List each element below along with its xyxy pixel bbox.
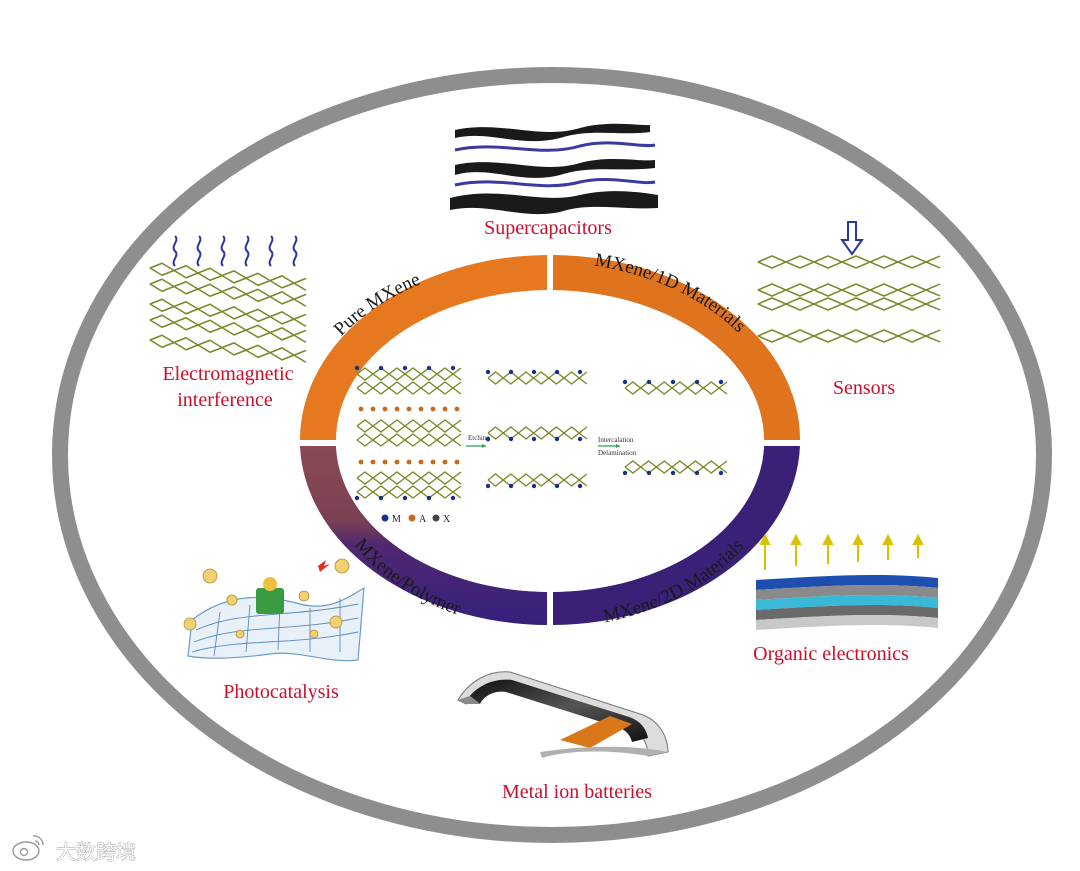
legend-a-dot: [408, 514, 416, 522]
legend-a: A: [419, 514, 427, 525]
outer-ring: [52, 67, 1052, 843]
label-metal-ion-batteries: Metal ion batteries: [502, 781, 652, 803]
central-ring: [300, 255, 800, 625]
legend-x-dot: [432, 514, 440, 522]
ring-segment-2d: [553, 446, 800, 625]
watermark: 大数跨境: [12, 835, 136, 864]
photocatalysis-icon: [183, 558, 365, 662]
label-organic-electronics: Organic electronics: [753, 643, 909, 665]
delaminated-sheets: [622, 379, 728, 476]
atom-legend: M A X: [381, 514, 451, 525]
label-emi-line1: Electromagnetic: [162, 363, 293, 385]
emi-shielding-icon: [148, 235, 308, 364]
organic-electronics-icon: [756, 533, 938, 630]
label-supercapacitors: Supercapacitors: [484, 217, 612, 239]
label-emi-line2: interference: [177, 389, 273, 411]
ring-segment-1d: [553, 255, 800, 440]
legend-m: M: [392, 514, 401, 525]
label-photocatalysis: Photocatalysis: [223, 681, 339, 703]
intercalation-label: Intercalation: [598, 436, 634, 444]
watermark-text: 大数跨境: [56, 840, 136, 864]
supercapacitor-layers-icon: [450, 123, 658, 215]
label-sensors: Sensors: [833, 377, 895, 399]
flexible-battery-icon: [457, 671, 669, 758]
ring-segment-pure: [300, 255, 547, 440]
delamination-label: Delamination: [598, 449, 637, 457]
legend-m-dot: [381, 514, 389, 522]
weibo-logo-icon: [12, 835, 44, 861]
legend-x: X: [443, 514, 451, 525]
max-phase-structure: [354, 365, 462, 501]
mxene-stacks: [485, 369, 588, 489]
etching-label: Etching: [468, 434, 490, 442]
sensor-pressure-icon: [756, 221, 942, 344]
